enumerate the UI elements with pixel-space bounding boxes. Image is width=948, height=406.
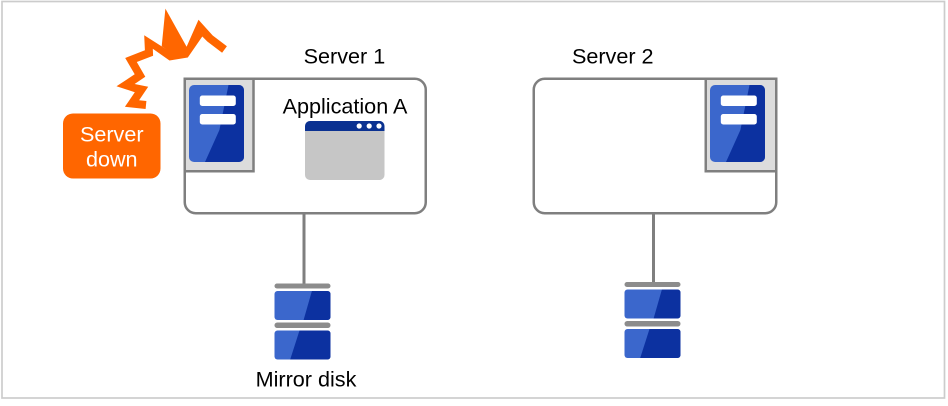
svg-text:Server 2: Server 2 [572,44,654,69]
svg-text:Application A: Application A [283,94,408,119]
svg-text:Server 1: Server 1 [304,44,386,69]
svg-text:down: down [86,146,138,171]
svg-text:Mirror disk: Mirror disk [256,367,357,392]
svg-text:Server: Server [80,122,144,147]
